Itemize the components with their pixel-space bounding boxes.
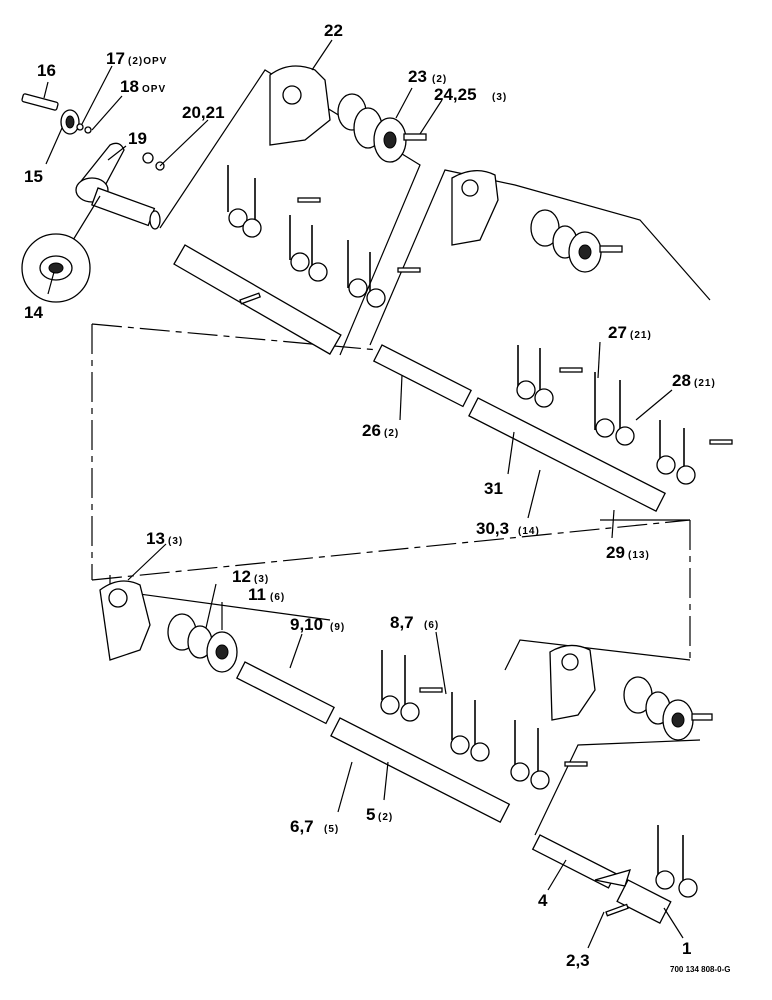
bottom-tube-end — [531, 825, 698, 925]
callout-22: 22 — [324, 21, 343, 40]
callout-4: 4 — [538, 891, 548, 910]
callout-27-qty: (21) — [630, 330, 652, 341]
callout-29: 29 — [606, 543, 625, 562]
callout-18-qty: OPV — [142, 84, 166, 95]
callout-23-qty: (2) — [432, 74, 447, 85]
callout-9-10: 9,10 — [290, 615, 323, 634]
upper-right-bracket-assembly — [451, 170, 623, 273]
callout-1: 1 — [682, 939, 691, 958]
upper-reel-tube — [173, 165, 421, 355]
callout-15: 15 — [24, 167, 43, 186]
callout-6-7-qty: (5) — [324, 824, 339, 835]
middle-reel-tube — [372, 344, 733, 513]
callout-24-25: 24,25 — [434, 85, 477, 104]
callout-2-3: 2,3 — [566, 951, 590, 970]
callout-17-qty: (2)OPV — [128, 56, 167, 67]
callout-13: 13 — [146, 529, 165, 548]
callout-9-10-qty: (9) — [330, 622, 345, 633]
callout-20-21: 20,21 — [182, 103, 225, 122]
callout-5-qty: (2) — [378, 812, 393, 823]
dashed-break-lines — [91, 323, 691, 660]
lower-left-bracket-assembly — [99, 580, 238, 673]
callout-14: 14 — [24, 303, 43, 322]
top-bracket-assembly — [269, 65, 427, 163]
lower-right-bracket-assembly — [549, 644, 713, 741]
callout-19: 19 — [128, 129, 147, 148]
callout-30-3-qty: (14) — [518, 526, 540, 537]
callout-13-qty: (3) — [168, 536, 183, 547]
idler-arm-assembly — [21, 93, 165, 303]
callout-11-qty: (6) — [270, 592, 285, 603]
callout-8-7: 8,7 — [390, 613, 414, 632]
figure-reference: 700 134 808-0-G — [670, 965, 731, 974]
callout-24-25-qty: (3) — [492, 92, 507, 103]
callout-12-qty: (3) — [254, 574, 269, 585]
callout-12: 12 — [232, 567, 251, 586]
lower-reel-tube — [235, 650, 588, 823]
callout-29-qty: (13) — [628, 550, 650, 561]
callout-23: 23 — [408, 67, 427, 86]
leader-lines — [43, 39, 684, 949]
callout-28-qty: (21) — [694, 378, 716, 389]
callout-31: 31 — [484, 479, 503, 498]
callout-labels: 16 17 (2)OPV 18 OPV 15 19 20,21 22 23 (2… — [24, 21, 731, 974]
callout-11: 11 — [248, 585, 266, 604]
callout-30-3: 30,3 — [476, 519, 509, 538]
callout-26: 26 — [362, 421, 381, 440]
callout-17: 17 — [106, 49, 125, 68]
callout-18: 18 — [120, 77, 139, 96]
callout-26-qty: (2) — [384, 428, 399, 439]
callout-27: 27 — [608, 323, 627, 342]
callout-28: 28 — [672, 371, 691, 390]
callout-6-7: 6,7 — [290, 817, 314, 836]
callout-16: 16 — [37, 61, 56, 80]
callout-5: 5 — [366, 805, 375, 824]
callout-8-7-qty: (6) — [424, 620, 439, 631]
